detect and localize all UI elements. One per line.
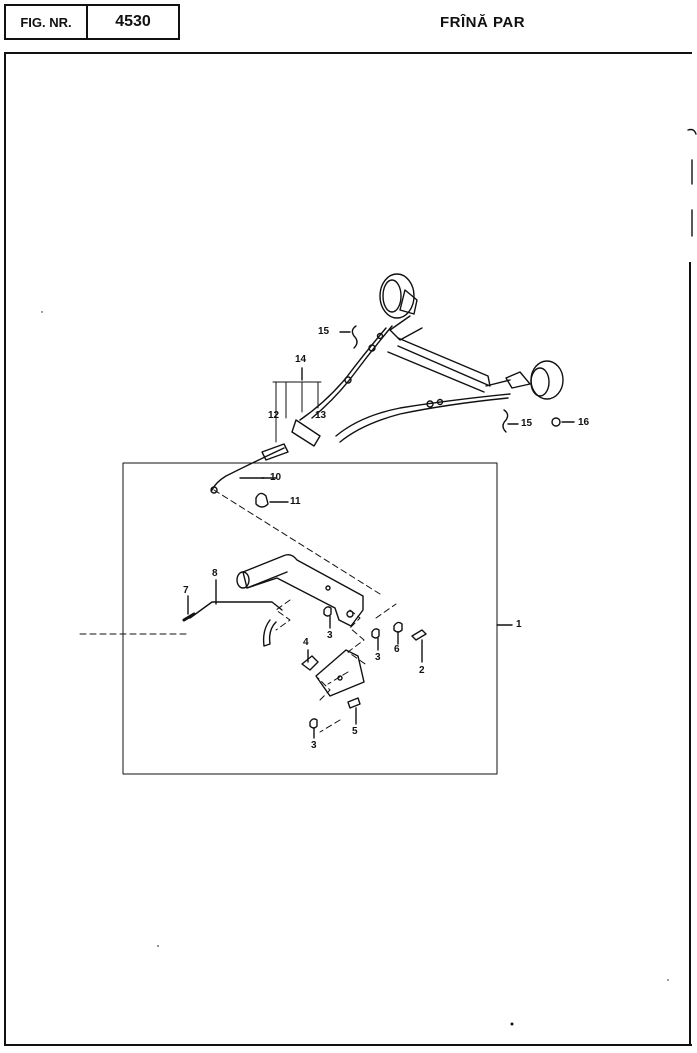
callout-15: 15	[521, 418, 533, 429]
diagram-frame	[4, 52, 692, 1046]
clip-15	[502, 409, 509, 433]
bolt-5	[347, 697, 361, 709]
mounting-plate	[315, 649, 365, 697]
callout-3: 3	[311, 740, 317, 751]
page-title: FRÎNĂ PAR	[440, 14, 526, 31]
callout-16: 16	[578, 417, 590, 428]
frame-right-edge	[689, 262, 691, 1046]
ratchet-pawl	[262, 619, 277, 647]
callout-8: 8	[212, 568, 218, 579]
bolt-2	[411, 629, 427, 641]
nut-11	[255, 492, 269, 508]
callout-4: 4	[303, 637, 309, 648]
edge-mark	[687, 128, 697, 135]
release-rod	[189, 601, 283, 619]
callout-2: 2	[419, 665, 425, 676]
callout-13: 13	[315, 410, 327, 421]
callout-14: 14	[295, 354, 307, 365]
spring-7	[182, 612, 196, 622]
clip-16	[551, 417, 561, 427]
callout-7: 7	[183, 585, 189, 596]
cable-equalizer	[291, 419, 321, 447]
callout-12: 12	[268, 410, 280, 421]
parking-brake-cables	[210, 325, 511, 494]
lever-assembly-box	[122, 462, 498, 775]
figure-number-label: FIG. NR.	[6, 6, 88, 38]
callout-11: 11	[290, 496, 301, 507]
rear-axle	[379, 273, 564, 400]
callout-3: 3	[327, 630, 333, 641]
callout-10: 10	[270, 472, 282, 483]
clip-15	[351, 325, 358, 349]
nut-3	[323, 606, 332, 617]
callout-5: 5	[352, 726, 358, 737]
bracket-4	[301, 655, 319, 671]
figure-number-box: FIG. NR. 4530	[4, 4, 180, 40]
callout-6: 6	[394, 644, 400, 655]
nut-3	[309, 718, 318, 729]
nut-3	[371, 628, 380, 639]
callout-3: 3	[375, 652, 381, 663]
callout-1: 1	[516, 619, 522, 630]
handbrake-lever	[236, 553, 364, 627]
figure-number-value: 4530	[115, 13, 151, 30]
washer-6	[393, 621, 403, 633]
callout-15: 15	[318, 326, 330, 337]
